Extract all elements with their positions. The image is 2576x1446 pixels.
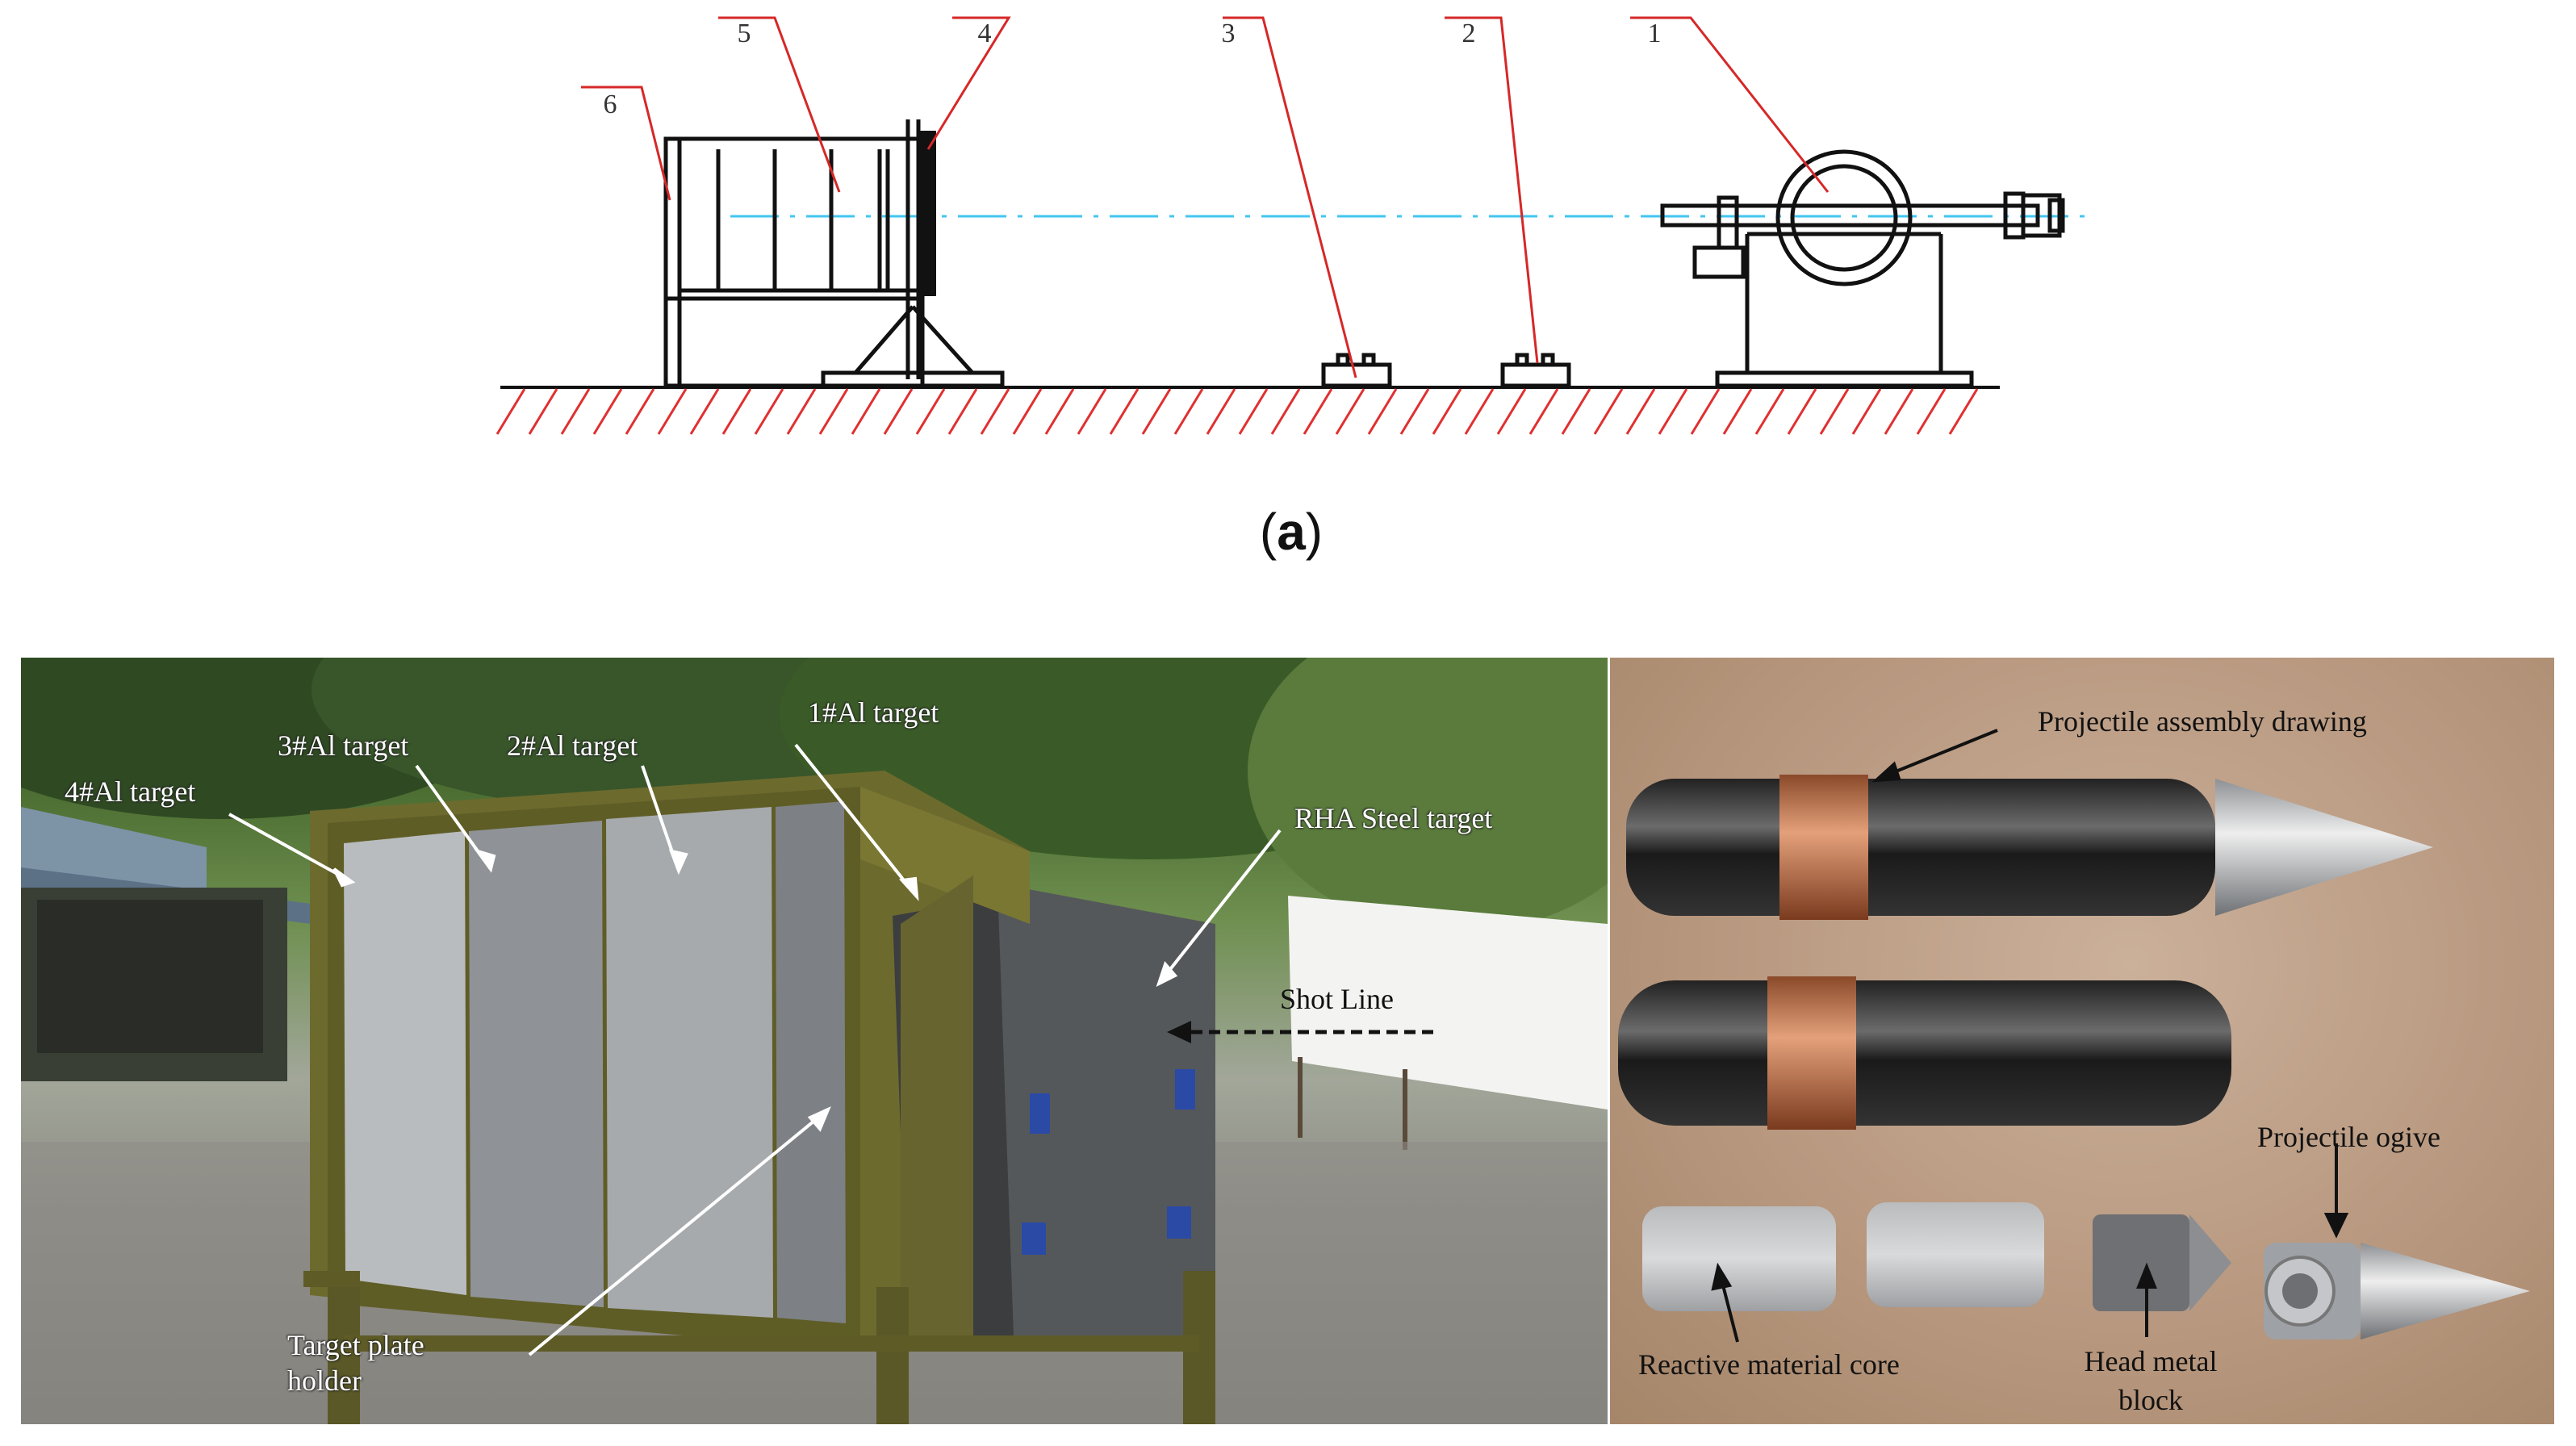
target-stand <box>821 119 1005 388</box>
hatch-line <box>1625 388 1656 435</box>
hatch-line <box>625 388 655 435</box>
projectile-assembled <box>1626 775 2433 920</box>
hatch-line <box>915 388 946 435</box>
label-reactive-material-core: Reactive material core <box>1638 1348 1900 1381</box>
projectile-arrows <box>1711 729 2349 1343</box>
hatch-line <box>1206 388 1236 435</box>
hatch-line <box>818 388 849 435</box>
hatch-line <box>1884 388 1914 435</box>
label-head-metal-block: Head metal block <box>2084 1345 2218 1416</box>
hatch-line <box>1851 388 1882 435</box>
hatch-line <box>754 388 784 435</box>
hatch-line <box>1432 388 1462 435</box>
shot-line-arrow <box>1167 1021 1433 1043</box>
hatch-line <box>980 388 1010 435</box>
callout-1: 1 <box>1647 19 1662 48</box>
hatch-line <box>1464 388 1495 435</box>
leader-lines <box>581 16 1830 378</box>
projectile-parts <box>1642 1202 2530 1339</box>
hatch-line <box>496 388 526 435</box>
callout-6: 6 <box>603 90 617 119</box>
steel-plate <box>920 131 936 296</box>
hatch-line <box>1012 388 1043 435</box>
hatch-line <box>1819 388 1850 435</box>
hatch-line <box>1367 388 1398 435</box>
ground-hatch <box>496 388 1979 435</box>
hatch-line <box>1658 388 1688 435</box>
hatch-line <box>1077 388 1107 435</box>
hatch-line <box>1916 388 1947 435</box>
callout-5: 5 <box>737 19 751 48</box>
label-shot-line: Shot Line <box>1280 983 1394 1015</box>
hatch-line <box>1593 388 1624 435</box>
hatch-line <box>657 388 688 435</box>
hatch-line <box>1787 388 1817 435</box>
callout-2: 2 <box>1462 19 1476 48</box>
label-2-al-target: 2#Al target <box>507 729 638 762</box>
target-frame <box>663 136 925 388</box>
velocity-sensor-3 <box>1321 353 1392 388</box>
label-1-al-target: 1#Al target <box>808 696 939 729</box>
hatch-line <box>851 388 881 435</box>
projectile-body <box>1618 976 2231 1130</box>
label-target-plate-holder: Target plate holder <box>287 1329 424 1397</box>
velocity-sensor-2 <box>1500 353 1571 388</box>
banner <box>1288 896 1608 1150</box>
label-projectile-assembly-drawing: Projectile assembly drawing <box>2038 705 2367 738</box>
callout-3: 3 <box>1221 19 1236 48</box>
label-3-al-target: 3#Al target <box>278 729 409 762</box>
hatch-line <box>1754 388 1785 435</box>
hatch-line <box>1173 388 1204 435</box>
schematic-diagram <box>496 16 2090 435</box>
hatch-line <box>1270 388 1301 435</box>
launcher-gun <box>1660 149 2065 388</box>
hatch-line <box>883 388 914 435</box>
hatch-line <box>786 388 817 435</box>
hatch-line <box>1399 388 1430 435</box>
hatch-line <box>1303 388 1333 435</box>
hatch-line <box>1141 388 1172 435</box>
figure-caption-a: (a) <box>1259 503 1324 561</box>
hatch-line <box>1109 388 1140 435</box>
hatch-line <box>1044 388 1075 435</box>
hatch-line <box>947 388 978 435</box>
callout-4: 4 <box>977 19 992 48</box>
hatch-line <box>560 388 591 435</box>
shed <box>21 807 312 1081</box>
hatch-line <box>1528 388 1559 435</box>
label-rha-steel-target: RHA Steel target <box>1294 802 1493 834</box>
hatch-line <box>1496 388 1527 435</box>
label-projectile-ogive: Projectile ogive <box>2257 1121 2440 1153</box>
hatch-line <box>1335 388 1365 435</box>
label-4-al-target: 4#Al target <box>65 775 196 808</box>
annotation-arrows <box>228 743 1282 1356</box>
hatch-line <box>592 388 623 435</box>
hatch-line <box>1238 388 1269 435</box>
projectile-photo: Projectile assembly drawing Projectile o… <box>1610 658 2554 1424</box>
hatch-line <box>689 388 720 435</box>
target-box <box>303 771 1215 1424</box>
hatch-line <box>1561 388 1591 435</box>
hatch-line <box>1690 388 1721 435</box>
hatch-line <box>1722 388 1753 435</box>
hatch-line <box>1948 388 1979 435</box>
hatch-line <box>721 388 752 435</box>
hatch-line <box>528 388 558 435</box>
target-setup-photo: 4#Al target 3#Al target 2#Al target 1#Al… <box>21 658 1608 1424</box>
